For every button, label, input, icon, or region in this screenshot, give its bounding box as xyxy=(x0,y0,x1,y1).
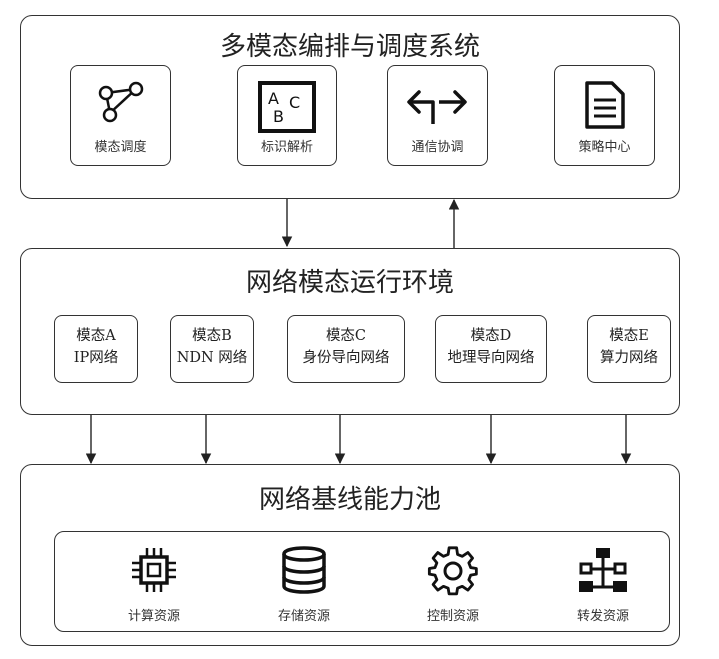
mode-desc: IP网络 xyxy=(73,350,119,366)
abc-letter-a: A xyxy=(268,89,279,108)
node-label: 通信协调 xyxy=(411,140,464,155)
resource-label: 存储资源 xyxy=(277,609,330,624)
node-label: 标识解析 xyxy=(260,140,313,155)
resource-label: 控制资源 xyxy=(426,609,479,624)
mode-name: 模态E xyxy=(609,328,649,344)
mode-name: 模态C xyxy=(325,328,367,344)
mode-b[interactable]: 模态B NDN 网络 xyxy=(170,315,254,383)
mode-desc: 算力网络 xyxy=(600,350,658,366)
mode-name: 模态B xyxy=(192,328,232,344)
abc-letter-c: C xyxy=(289,93,300,112)
node-label: 模态调度 xyxy=(94,140,147,155)
mode-name: 模态D xyxy=(470,328,512,344)
graph-nodes-icon xyxy=(98,81,143,123)
runtime-layer-title: 网络模态运行环境 xyxy=(245,268,454,298)
mode-a[interactable]: 模态A IP网络 xyxy=(54,315,138,383)
node-policy-center[interactable]: 策略中心 xyxy=(554,65,655,166)
abc-letter-b: B xyxy=(273,107,284,126)
mode-desc: 地理导向网络 xyxy=(447,350,535,366)
resource-control[interactable]: 控制资源 xyxy=(403,545,503,624)
node-identifier-parsing[interactable]: A C B 标识解析 xyxy=(237,65,337,166)
mode-desc: 身份导向网络 xyxy=(302,350,390,366)
resource-storage[interactable]: 存储资源 xyxy=(254,545,354,624)
mode-desc: NDN 网络 xyxy=(176,350,248,366)
gear-icon xyxy=(427,546,478,596)
cpu-chip-icon xyxy=(132,548,176,592)
resource-label: 转发资源 xyxy=(576,609,629,624)
node-mode-scheduling[interactable]: 模态调度 xyxy=(70,65,171,166)
baseline-layer-title: 网络基线能力池 xyxy=(258,485,441,515)
abc-identifier-icon: A C B xyxy=(258,81,316,133)
resource-label: 计算资源 xyxy=(127,609,180,624)
mode-d[interactable]: 模态D 地理导向网络 xyxy=(435,315,547,383)
orchestration-layer-title: 多模态编排与调度系统 xyxy=(219,32,480,62)
mode-e[interactable]: 模态E 算力网络 xyxy=(587,315,671,383)
node-label: 策略中心 xyxy=(578,140,631,155)
mode-name: 模态A xyxy=(76,328,116,344)
database-icon xyxy=(282,546,326,594)
resource-forwarding[interactable]: 转发资源 xyxy=(553,545,653,624)
network-topology-icon xyxy=(579,548,627,592)
fork-arrows-icon xyxy=(406,90,467,124)
document-icon xyxy=(584,81,625,129)
mode-c[interactable]: 模态C 身份导向网络 xyxy=(287,315,405,383)
resource-compute[interactable]: 计算资源 xyxy=(104,545,204,624)
node-communication-coordination[interactable]: 通信协调 xyxy=(387,65,488,166)
